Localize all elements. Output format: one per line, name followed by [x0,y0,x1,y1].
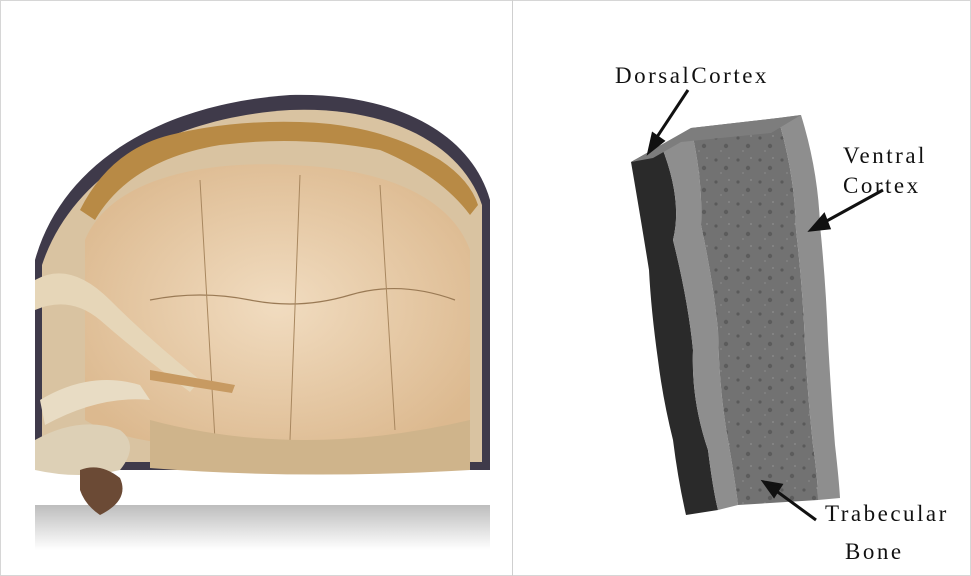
dorsal-arrow [655,90,688,140]
trabecular-bone-label-line1: Trabecular [825,500,949,527]
ventral-cortex-label-line2: Cortex [843,172,921,199]
shell-cavity [85,164,470,446]
turtle-shell-photo [0,0,512,576]
bone-block-diagram: DorsalCortex Ventral Cortex Trabecular B… [513,0,971,576]
turtle-shell-illustration [0,0,512,576]
ventral-cortex-label-line1: Ventral [843,142,927,169]
dorsal-cortex-label: DorsalCortex [615,62,769,89]
trabecular-bone-label-line2: Bone [845,538,904,565]
